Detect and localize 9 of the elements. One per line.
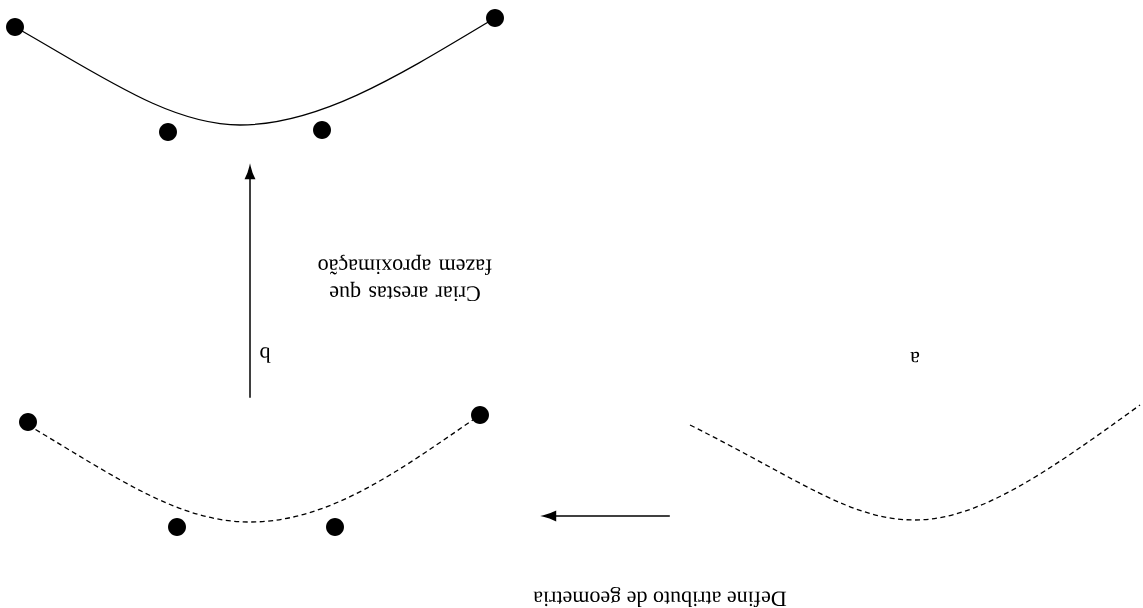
curve-drawing <box>689 404 1141 521</box>
curve-drawing <box>19 406 489 536</box>
arrow <box>245 165 255 399</box>
curve-drawing <box>6 9 504 141</box>
panel-letter: a <box>910 351 920 363</box>
panel-letter: b <box>260 347 271 363</box>
edge-label: Criar arestas que fazem aproximação <box>318 254 492 302</box>
edge-label: Define atributo de geometria <box>533 586 787 608</box>
arrow <box>542 511 671 521</box>
